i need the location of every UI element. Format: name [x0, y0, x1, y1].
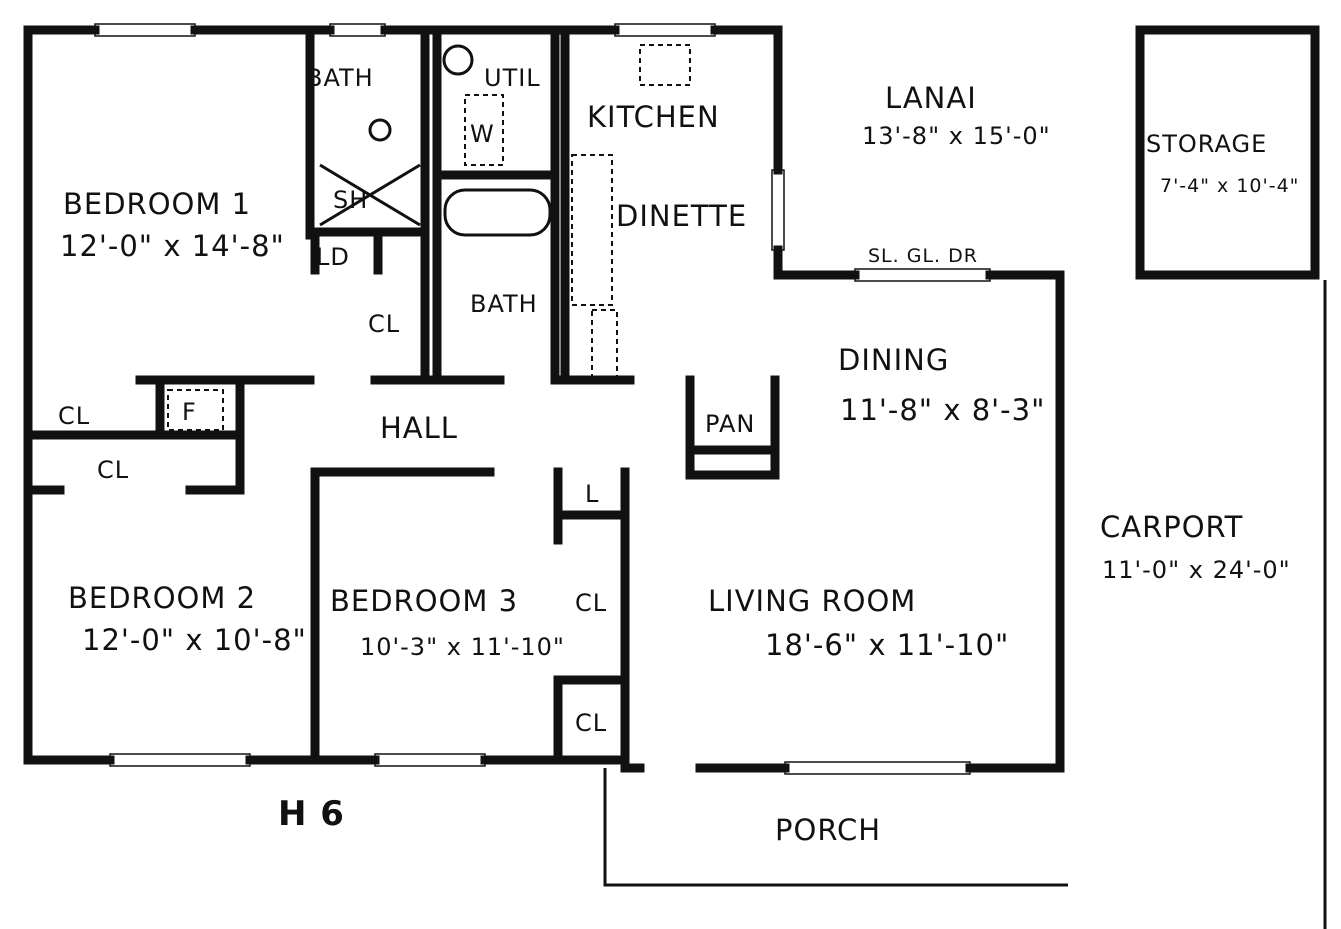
lanai-size: 13'-8" x 15'-0" — [862, 122, 1051, 150]
bedroom2-label: BEDROOM 2 — [68, 581, 256, 615]
storage-label: STORAGE — [1146, 130, 1267, 158]
living-room-label: LIVING ROOM — [708, 584, 916, 618]
closet-label: CL — [58, 402, 90, 430]
closet-label: CL — [575, 709, 607, 737]
linen-small-label: L — [585, 480, 599, 508]
carport-size: 11'-0" x 24'-0" — [1102, 556, 1291, 584]
bedroom3-size: 10'-3" x 11'-10" — [360, 633, 565, 661]
kitchen-label: KITCHEN — [587, 100, 720, 134]
pantry-label: PAN — [705, 410, 755, 438]
closet-label: CL — [368, 310, 400, 338]
fixtures — [167, 44, 691, 431]
bath-top-label: BATH — [306, 64, 374, 92]
walls — [23, 25, 1065, 773]
hall-label: HALL — [380, 411, 458, 445]
lanai-label: LANAI — [885, 81, 977, 115]
sliding-door-label: SL. GL. DR — [868, 245, 978, 267]
porch-label: PORCH — [775, 813, 881, 847]
closet-label: CL — [97, 456, 129, 484]
living-room-size: 18'-6" x 11'-10" — [765, 628, 1009, 662]
dinette-label: DINETTE — [616, 199, 747, 233]
storage-size: 7'-4" x 10'-4" — [1160, 175, 1299, 197]
util-label: UTIL — [484, 64, 541, 92]
plan-id: H 6 — [278, 794, 345, 834]
bedroom2-size: 12'-0" x 10'-8" — [82, 623, 307, 657]
carport-label: CARPORT — [1100, 510, 1243, 544]
bedroom1-size: 12'-0" x 14'-8" — [60, 229, 285, 263]
furnace-label: F — [182, 398, 197, 426]
dining-label: DINING — [838, 343, 949, 377]
sliding-glass-door — [854, 268, 991, 282]
toilet — [442, 44, 474, 76]
bathtub — [443, 188, 552, 237]
linen-label: LD — [316, 243, 350, 271]
bath-mid-label: BATH — [470, 290, 538, 318]
washer-label: W — [470, 120, 495, 148]
exterior-structures — [603, 25, 1327, 929]
bedroom3-label: BEDROOM 3 — [330, 584, 518, 618]
closet-label: CL — [575, 589, 607, 617]
shower-label: SH — [333, 186, 368, 214]
dining-size: 11'-8" x 8'-3" — [840, 393, 1045, 427]
bedroom1-label: BEDROOM 1 — [63, 187, 251, 221]
